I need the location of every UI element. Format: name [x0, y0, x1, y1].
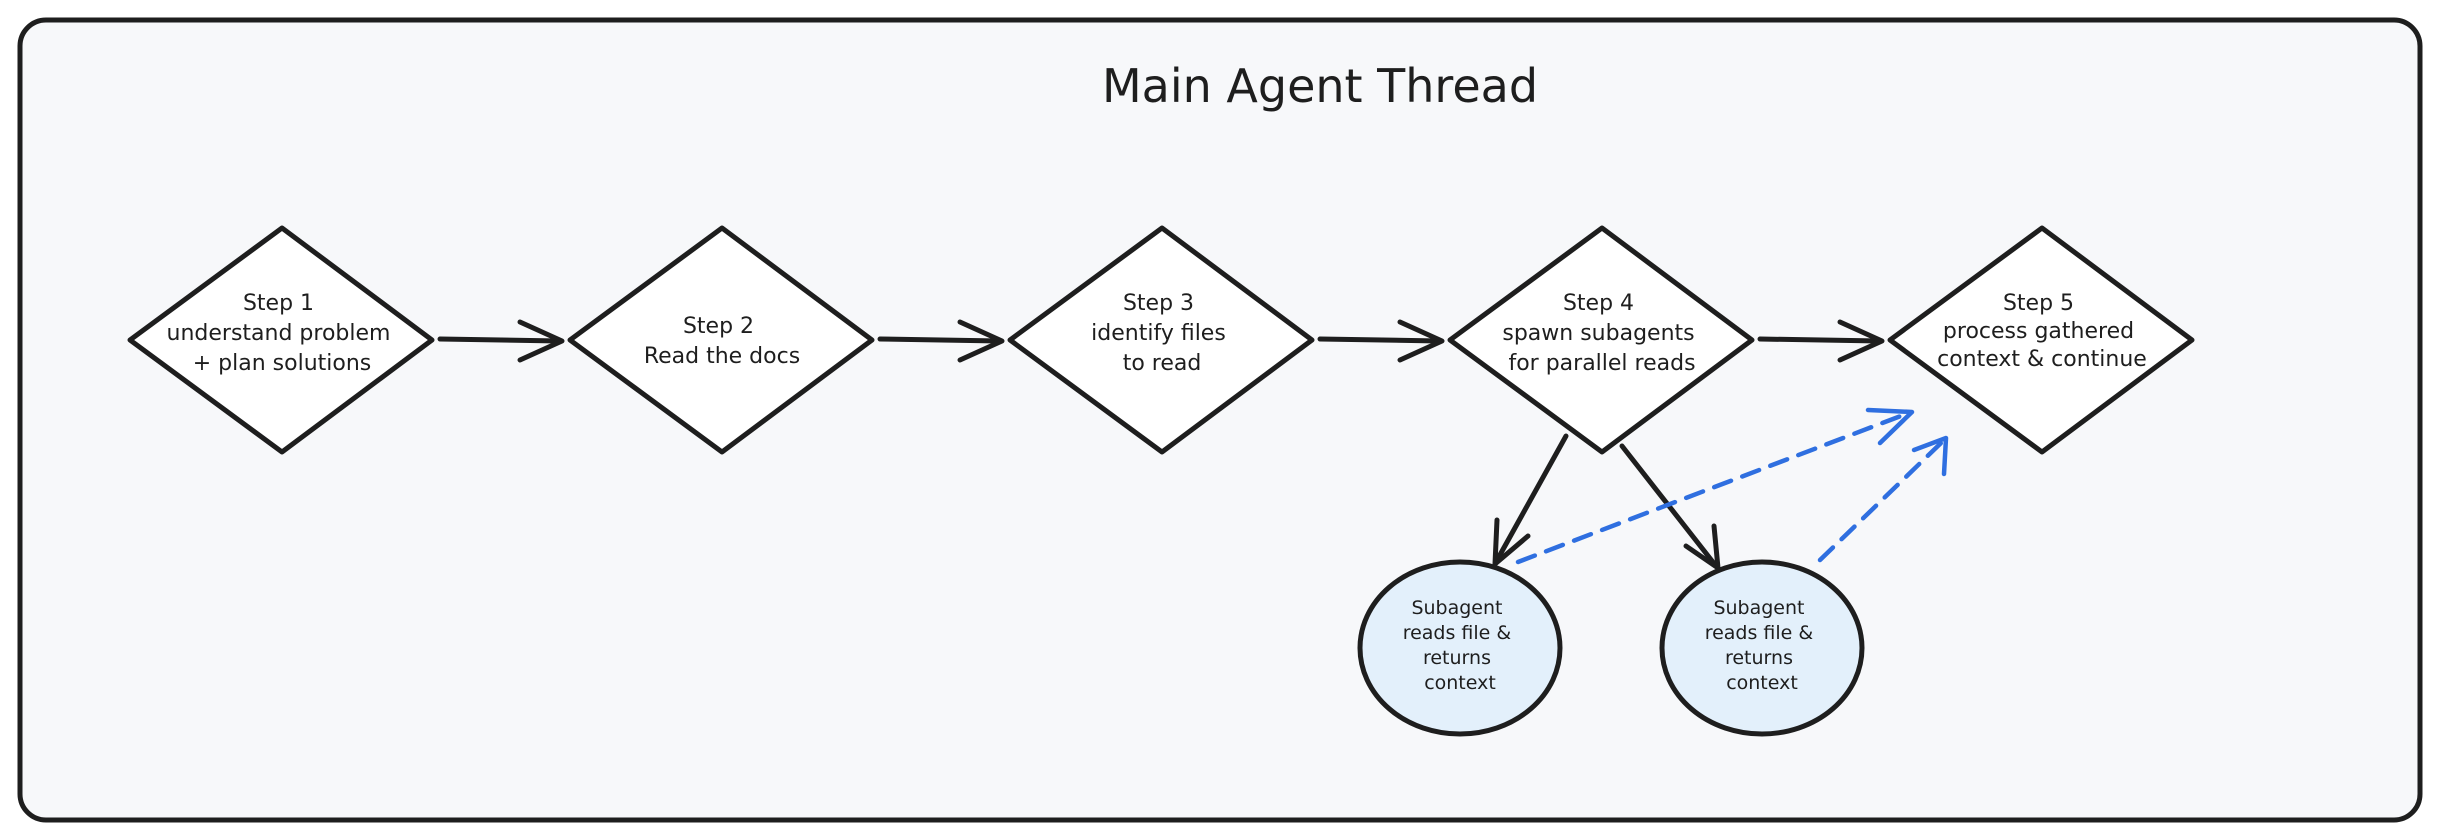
subagent-2-line-3: returns	[1725, 647, 1793, 669]
return-arrow-subagent-1-to-step5	[1515, 407, 1915, 565]
subagent-1-line-3: returns	[1423, 647, 1491, 669]
step-1-line-3: + plan solutions	[193, 351, 372, 376]
step-3-label: Step 3	[1123, 291, 1194, 316]
step-5-line-3: context & continue	[1937, 347, 2147, 372]
step-4-node: Step 4 spawn subagents for parallel read…	[1447, 225, 1755, 455]
step-2-line-2: Read the docs	[644, 344, 800, 369]
arrow-step1-to-step2	[437, 319, 565, 363]
return-arrow-subagent-2-to-step5	[1817, 435, 1949, 563]
subagent-1-line-2: reads file &	[1403, 622, 1512, 644]
step-3-line-3: to read	[1123, 351, 1202, 376]
subagent-1-node: Subagent reads file & returns context	[1357, 559, 1563, 737]
subagent-2-node: Subagent reads file & returns context	[1659, 559, 1865, 737]
arrow-step2-to-step3	[877, 319, 1005, 363]
step-5-label: Step 5	[2003, 291, 2074, 316]
step-2-label: Step 2	[683, 314, 754, 339]
step-5-node: Step 5 process gathered context & contin…	[1887, 225, 2195, 455]
subagent-2-line-2: reads file &	[1705, 622, 1814, 644]
svg-text:Subagent reads file &: Subagent reads file & returns context	[1403, 597, 1518, 694]
subagent-2-line-1: Subagent	[1713, 597, 1804, 619]
step-4-line-3: for parallel reads	[1508, 351, 1695, 376]
svg-text:Step 3 identify files: Step 3 identify files to read	[1091, 291, 1233, 376]
arrow-step4-to-subagent-1	[1492, 433, 1569, 567]
svg-text:Step 4 spawn subagents: Step 4 spawn subagents for parallel read…	[1502, 291, 1701, 376]
step-1-node: Step 1 understand problem + plan solutio…	[127, 225, 435, 455]
svg-text:Subagent reads file &: Subagent reads file & returns context	[1705, 597, 1820, 694]
step-4-line-2: spawn subagents	[1502, 321, 1694, 346]
arrow-step4-to-step5	[1757, 319, 1885, 363]
step-3-line-2: identify files	[1091, 321, 1226, 346]
subagent-1-line-4: context	[1424, 672, 1496, 694]
step-1-label: Step 1	[243, 291, 314, 316]
arrow-step3-to-step4	[1317, 319, 1445, 363]
step-4-label: Step 4	[1563, 291, 1634, 316]
subagent-2-line-4: context	[1726, 672, 1798, 694]
step-1-line-2: understand problem	[167, 321, 391, 346]
svg-text:Step 2 Read the docs: Step 2 Read the docs	[644, 314, 800, 369]
diagram-title: Main Agent Thread	[1102, 59, 1538, 113]
svg-text:Step 1 understand proble: Step 1 understand problem + plan solutio…	[167, 291, 398, 376]
step-2-node: Step 2 Read the docs	[567, 225, 875, 455]
step-5-line-2: process gathered	[1943, 319, 2134, 344]
step-3-node: Step 3 identify files to read	[1007, 225, 1315, 455]
subagent-1-line-1: Subagent	[1411, 597, 1502, 619]
svg-text:Step 5 process gathered: Step 5 process gathered context & contin…	[1937, 291, 2147, 372]
